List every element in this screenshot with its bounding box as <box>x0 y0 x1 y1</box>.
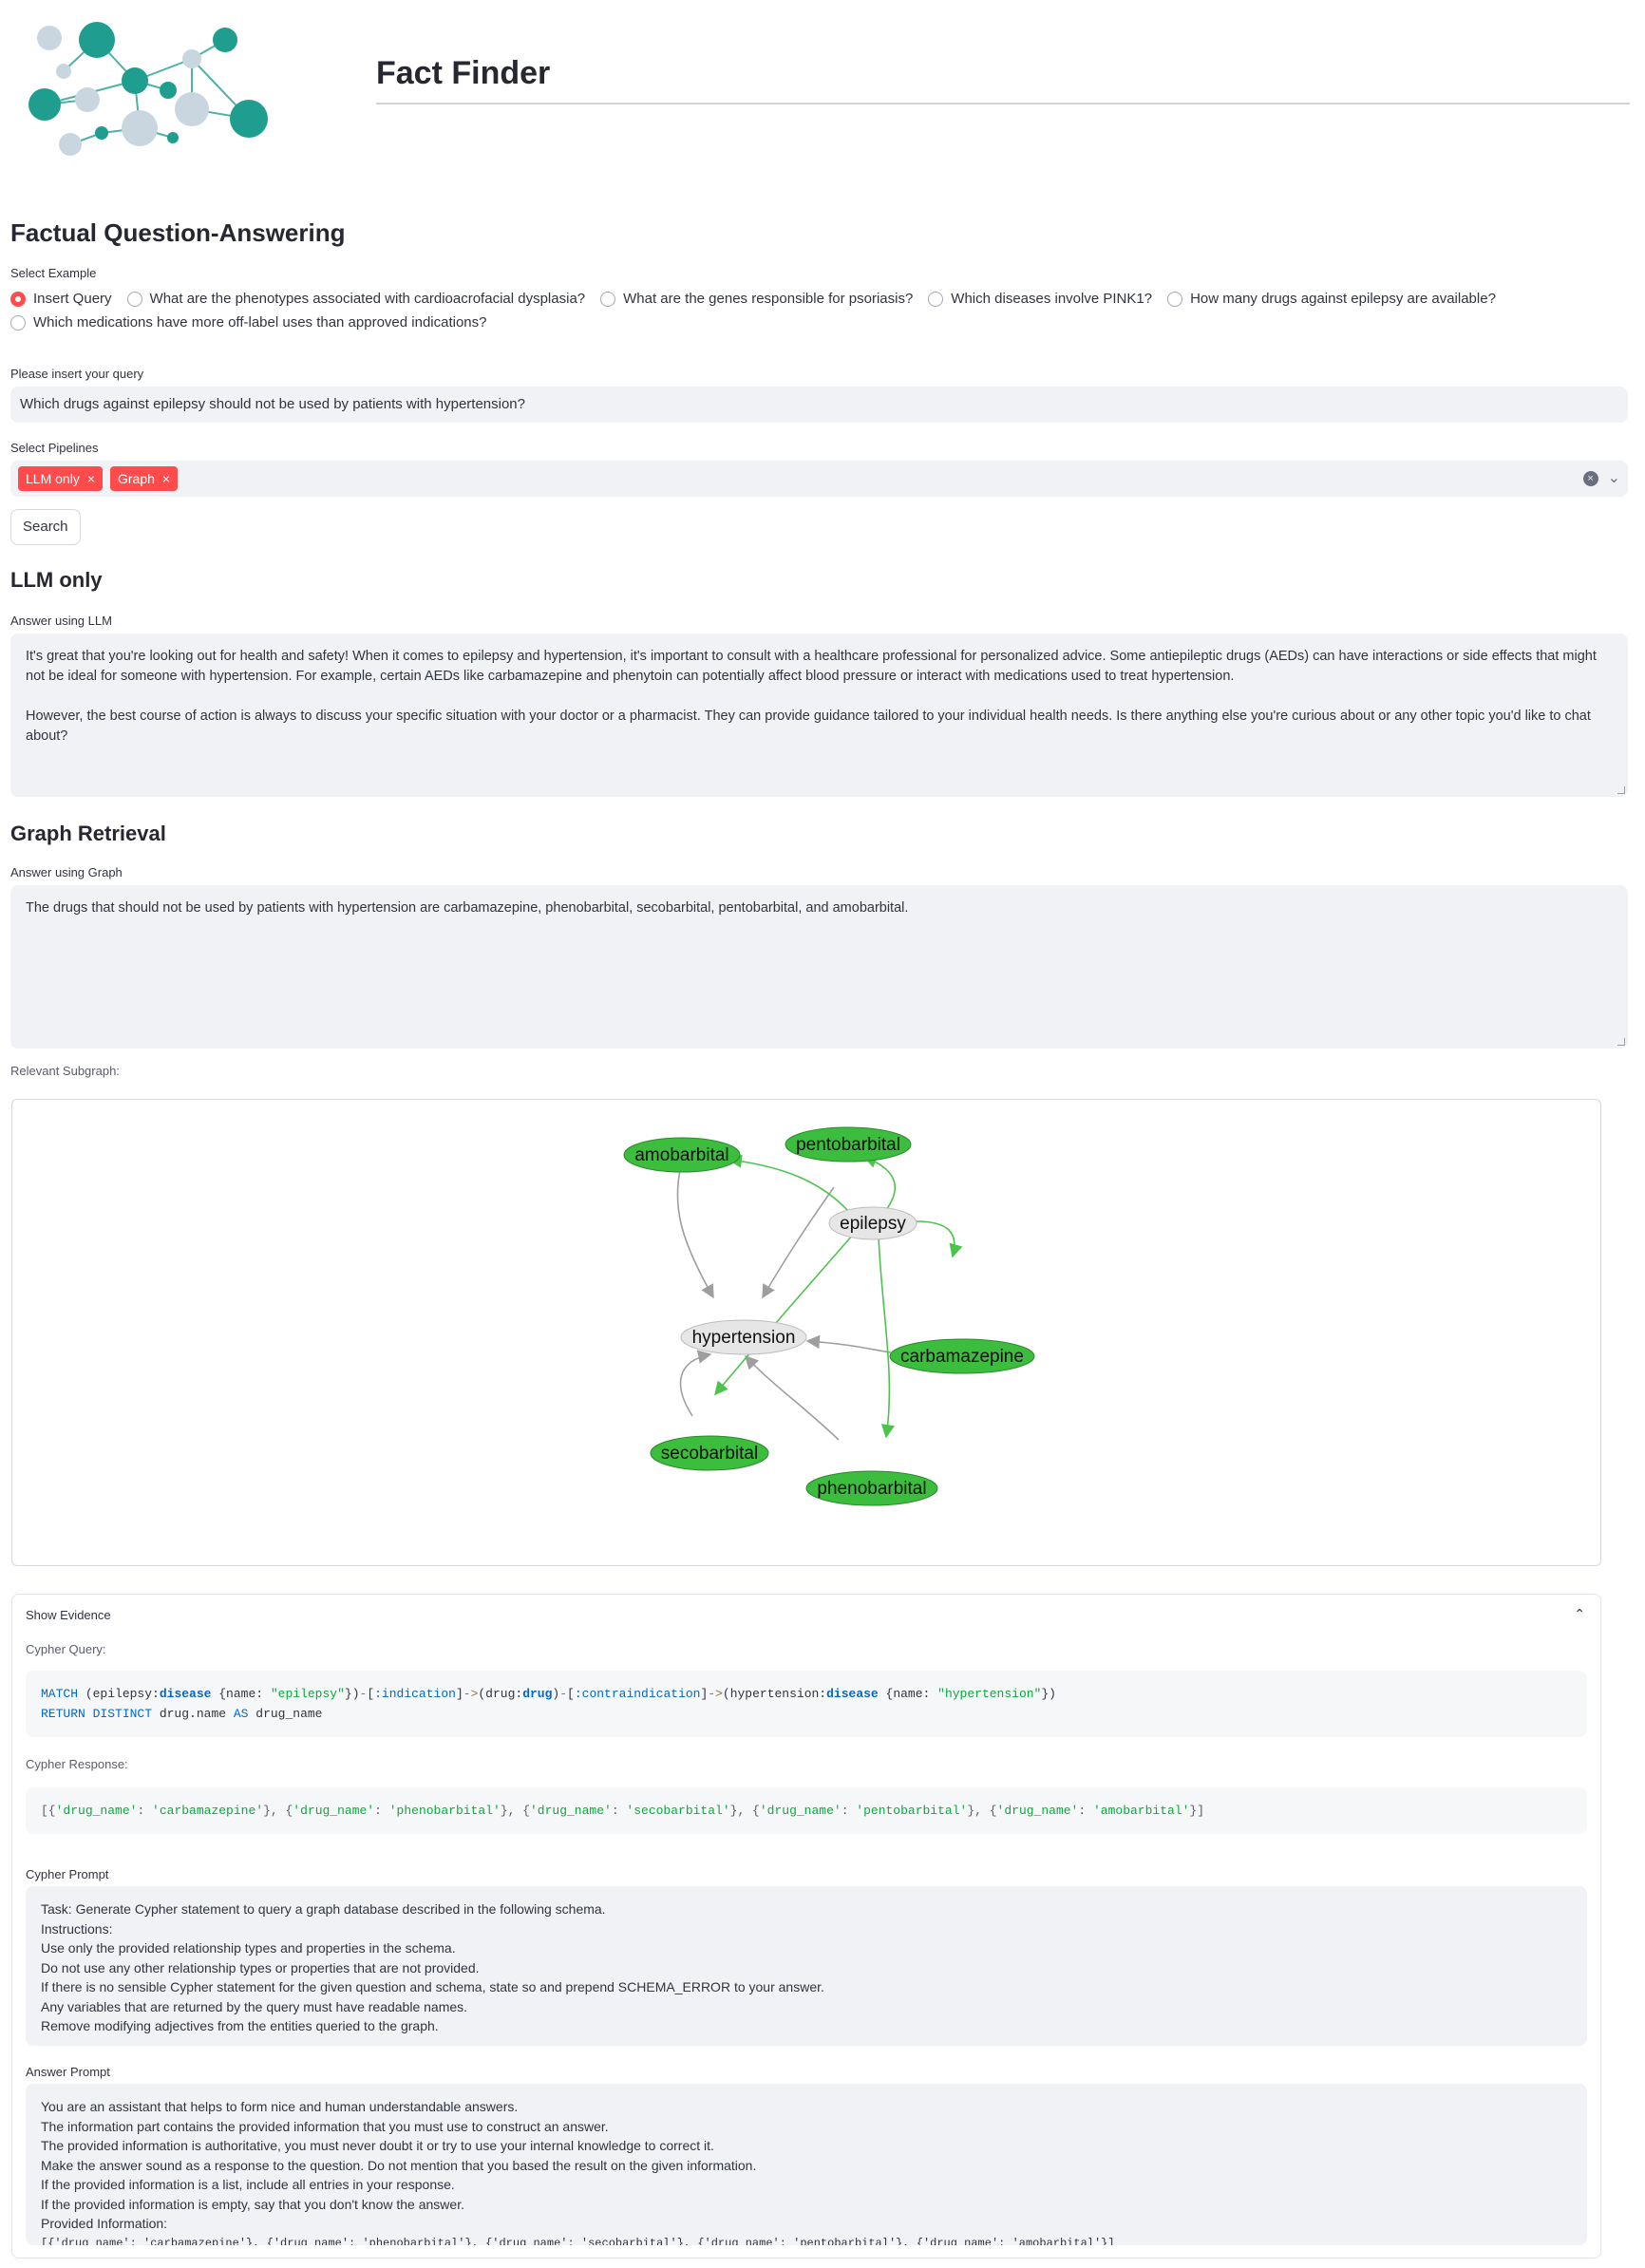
evidence-expander-title[interactable]: Show Evidence <box>26 1608 111 1622</box>
chip-graph[interactable]: Graph× <box>110 466 179 491</box>
svg-text:secobarbital: secobarbital <box>661 1444 758 1464</box>
edge-carbamazepine-hypertension <box>805 1334 892 1353</box>
radio-icon <box>126 291 142 307</box>
radio-icon <box>928 291 944 307</box>
title-divider <box>376 103 1630 104</box>
example-option-epilepsy-drugs[interactable]: How many drugs against epilepsy are avai… <box>1167 291 1496 307</box>
cypher-query-code[interactable]: MATCH (epilepsy:disease {name: "epilepsy… <box>26 1671 1587 1737</box>
chip-remove-icon[interactable]: × <box>161 471 171 486</box>
resize-handle-icon[interactable] <box>1617 1038 1625 1046</box>
radio-icon <box>600 291 616 307</box>
graph-section-heading: Graph Retrieval <box>10 822 166 845</box>
edge-epilepsy-phenobarbital <box>878 1235 896 1439</box>
pipelines-label: Select Pipelines <box>10 441 99 455</box>
subgraph-label: Relevant Subgraph: <box>10 1064 120 1078</box>
svg-text:carbamazepine: carbamazepine <box>900 1347 1024 1367</box>
example-option-insert-query[interactable]: Insert Query <box>10 291 112 307</box>
svg-text:hypertension: hypertension <box>692 1328 796 1348</box>
edge-phenobarbital-hypertension <box>745 1354 840 1441</box>
radio-icon <box>1167 291 1183 307</box>
edge-pentobarbital-hypertension <box>762 1186 835 1299</box>
edge-epilepsy-carbamazepine <box>916 1220 963 1258</box>
answer-prompt-textarea[interactable]: You are an assistant that helps to form … <box>26 2084 1587 2245</box>
edge-epilepsy-amobarbital <box>728 1154 849 1212</box>
edge-epilepsy-secobarbital <box>714 1234 854 1396</box>
answer-prompt-label: Answer Prompt <box>26 2065 110 2079</box>
node-carbamazepine[interactable]: carbamazepine <box>889 1338 1035 1374</box>
search-button[interactable]: Search <box>10 509 81 545</box>
select-example-label: Select Example <box>10 266 97 280</box>
llm-section-heading: LLM only <box>10 568 103 592</box>
chevron-down-icon[interactable]: ⌄ <box>1607 470 1620 486</box>
example-option-genes[interactable]: What are the genes responsible for psori… <box>600 291 913 307</box>
pipelines-multiselect[interactable]: LLM only× Graph× × ⌄ <box>10 461 1628 497</box>
example-radio-group-row2: Which medications have more off-label us… <box>10 314 502 331</box>
example-option-phenotypes[interactable]: What are the phenotypes associated with … <box>126 291 585 307</box>
chevron-up-icon[interactable]: ⌃ <box>1574 1606 1585 1621</box>
llm-answer-paragraph: It's great that you're looking out for h… <box>26 649 1597 684</box>
llm-answer-paragraph: However, the best course of action is al… <box>26 709 1591 744</box>
svg-text:amobarbital: amobarbital <box>634 1145 728 1165</box>
node-hypertension[interactable]: hypertension <box>680 1319 807 1355</box>
node-pentobarbital[interactable]: pentobarbital <box>785 1126 912 1162</box>
app-title: Fact Finder <box>376 55 551 91</box>
svg-text:pentobarbital: pentobarbital <box>796 1135 900 1155</box>
cypher-response-label: Cypher Response: <box>26 1757 128 1771</box>
node-secobarbital[interactable]: secobarbital <box>650 1435 769 1471</box>
llm-answer-textarea[interactable]: It's great that you're looking out for h… <box>10 633 1628 797</box>
graph-answer-textarea[interactable]: The drugs that should not be used by pat… <box>10 885 1628 1049</box>
example-option-pink1[interactable]: Which diseases involve PINK1? <box>928 291 1152 307</box>
edge-amobarbital-hypertension <box>676 1169 714 1299</box>
chip-remove-icon[interactable]: × <box>86 471 95 486</box>
subgraph-canvas: amobarbital pentobarbital epilepsy hyper… <box>623 1126 1035 1506</box>
cypher-prompt-label: Cypher Prompt <box>26 1867 109 1881</box>
radio-selected-icon <box>10 291 26 307</box>
query-input[interactable]: Which drugs against epilepsy should not … <box>10 387 1628 423</box>
subgraph-panel[interactable]: amobarbital pentobarbital epilepsy hyper… <box>11 1099 1601 1566</box>
llm-answer-label: Answer using LLM <box>10 614 112 628</box>
evidence-expander: Show Evidence ⌃ Cypher Query: MATCH (epi… <box>11 1594 1601 2259</box>
query-label: Please insert your query <box>10 367 144 381</box>
clear-all-icon[interactable]: × <box>1582 471 1598 486</box>
edge-secobarbital-hypertension <box>679 1350 712 1417</box>
svg-text:epilepsy: epilepsy <box>840 1214 906 1234</box>
node-phenobarbital[interactable]: phenobarbital <box>805 1470 938 1506</box>
node-epilepsy[interactable]: epilepsy <box>828 1206 917 1240</box>
cypher-response-code[interactable]: [{'drug_name': 'carbamazepine'}, {'drug_… <box>26 1787 1587 1834</box>
node-amobarbital[interactable]: amobarbital <box>623 1137 741 1173</box>
graph-answer-label: Answer using Graph <box>10 865 123 879</box>
chip-llm-only[interactable]: LLM only× <box>18 466 103 491</box>
cypher-prompt-textarea[interactable]: Task: Generate Cypher statement to query… <box>26 1886 1587 2046</box>
edge-epilepsy-pentobarbital <box>862 1155 897 1211</box>
network-logo-icon <box>28 22 268 156</box>
cypher-query-label: Cypher Query: <box>26 1642 106 1656</box>
page-heading: Factual Question-Answering <box>10 218 346 247</box>
svg-text:phenobarbital: phenobarbital <box>817 1479 926 1499</box>
radio-icon <box>10 314 26 331</box>
graph-answer-text: The drugs that should not be used by pat… <box>26 900 909 916</box>
resize-handle-icon[interactable] <box>1617 786 1625 794</box>
example-option-off-label[interactable]: Which medications have more off-label us… <box>10 314 487 331</box>
example-radio-group: Insert Query What are the phenotypes ass… <box>10 291 1511 307</box>
